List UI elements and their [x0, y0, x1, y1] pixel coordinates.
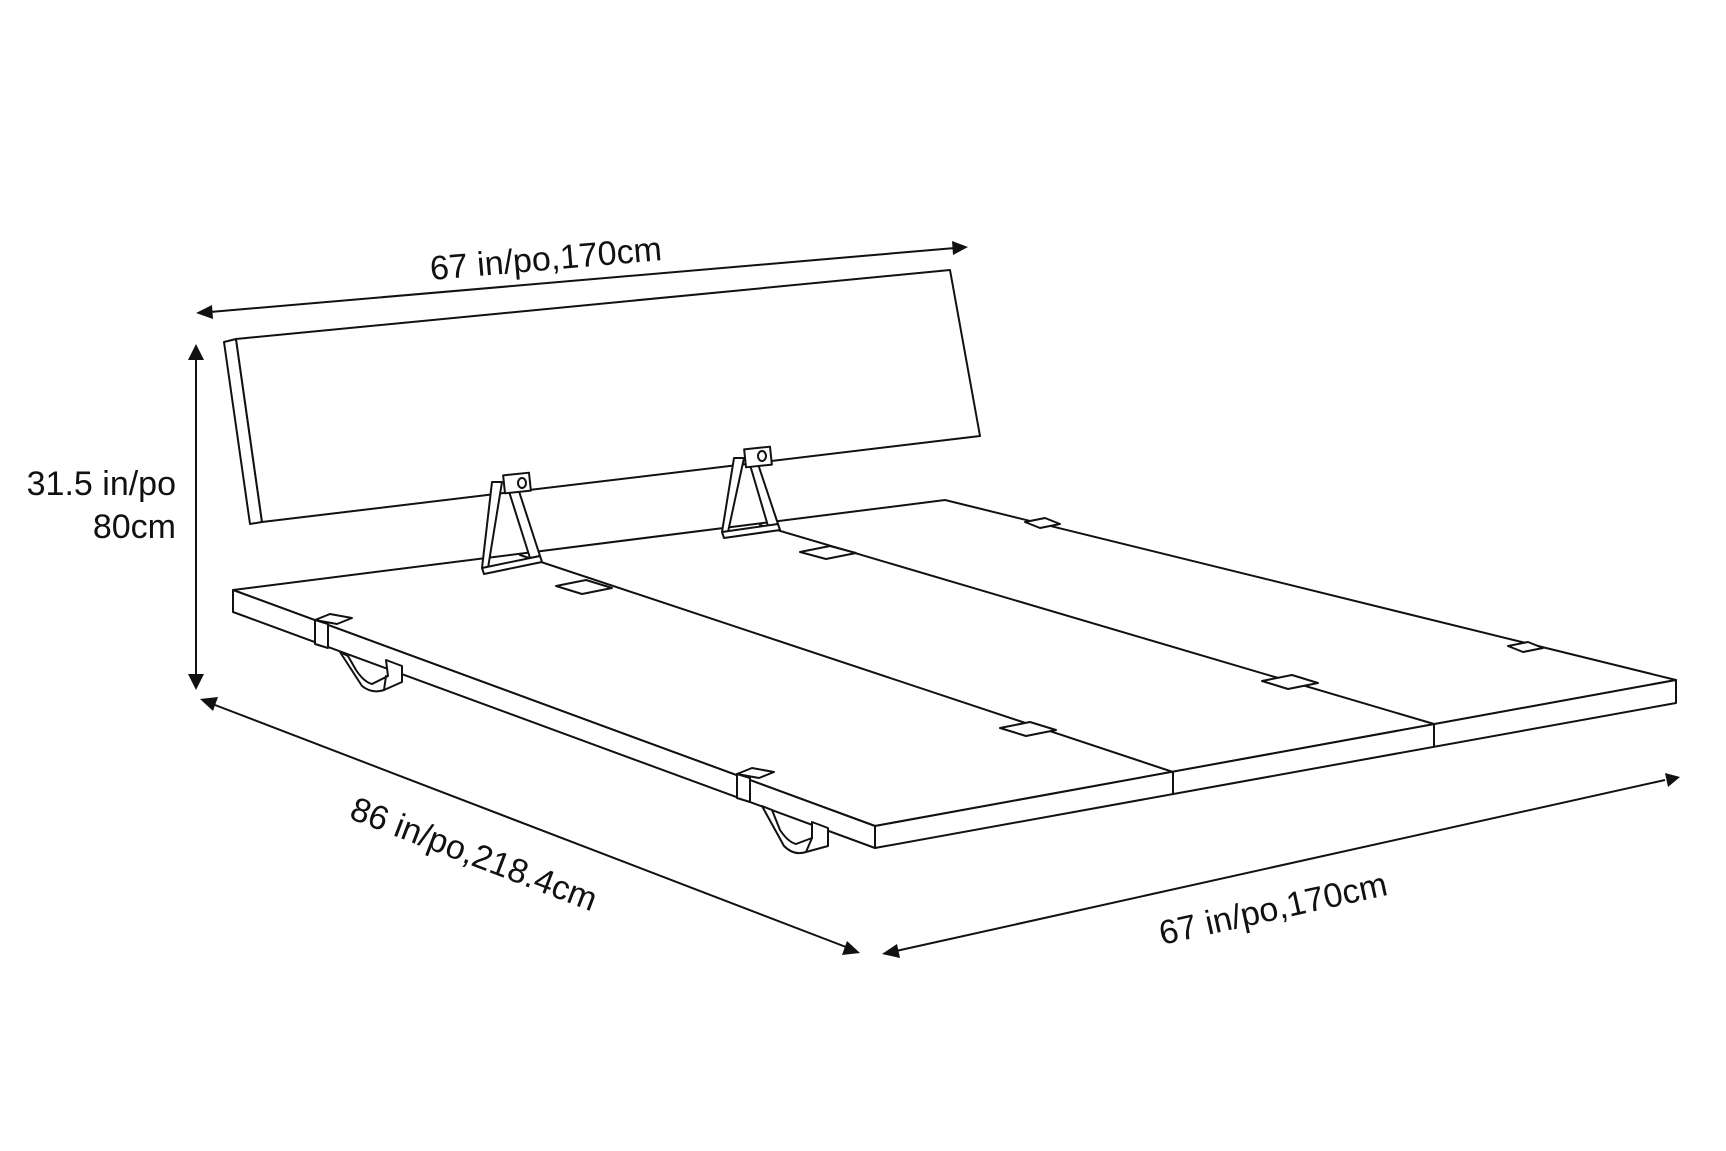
panel-seam-2: [759, 524, 1435, 725]
bed-width-label: 67 in/po,170cm: [1156, 865, 1391, 952]
connector-plate: [555, 579, 613, 595]
headboard-width-label: 67 in/po,170cm: [428, 230, 663, 288]
height-label-line2: 80cm: [93, 508, 176, 546]
platform-top-surface: [232, 499, 1677, 827]
connector-plate: [799, 545, 857, 560]
headboard-bracket-left: [481, 471, 543, 575]
headboard-face: [235, 269, 981, 523]
height-label-line1: 31.5 in/po: [27, 465, 176, 503]
connector-plate: [1024, 517, 1061, 529]
connector-plate: [1507, 641, 1544, 653]
panel-seam-1: [519, 554, 1174, 773]
edge-clip: [314, 613, 353, 649]
headboard-bracket-right: [721, 445, 781, 539]
connector-plate: [999, 721, 1057, 737]
connector-plate: [1261, 674, 1319, 690]
leg: [339, 651, 403, 693]
length-label: 86 in/po,218.4cm: [345, 790, 602, 919]
dimension-height: 31.5 in/po 80cm: [27, 344, 204, 690]
leg: [761, 805, 829, 855]
platform-front-edge: [874, 679, 1677, 849]
edge-clip: [736, 767, 775, 803]
platform: [232, 499, 1677, 855]
headboard: [223, 269, 981, 525]
